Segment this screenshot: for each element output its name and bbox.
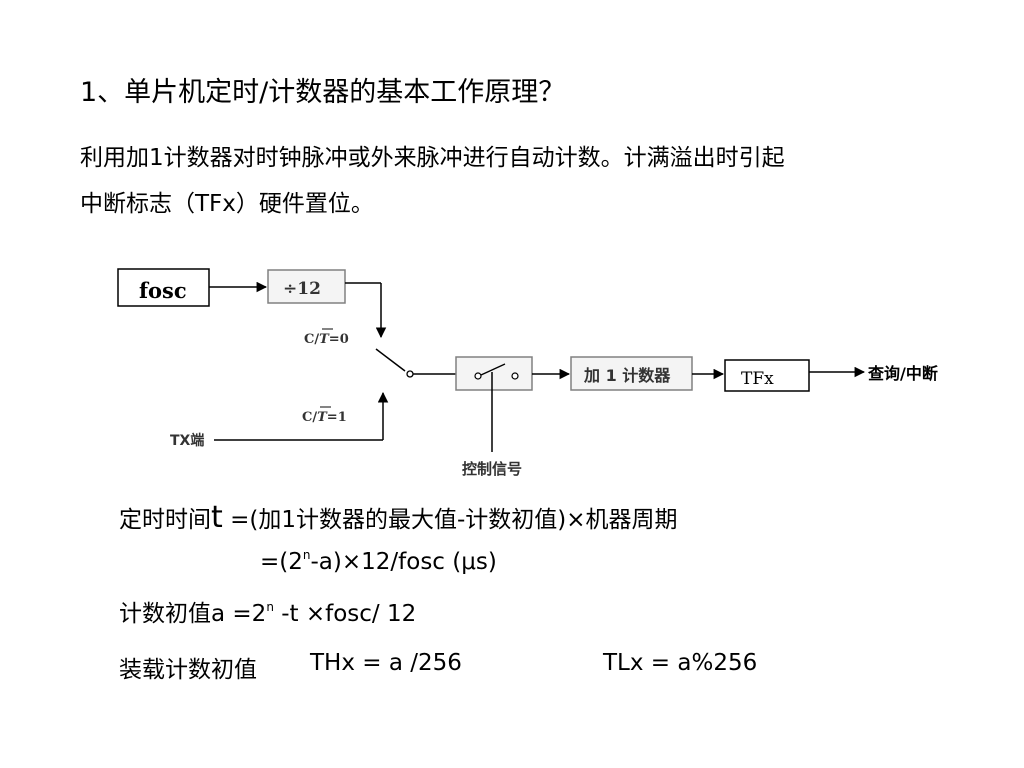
mode-switch-arm (375, 348, 406, 372)
timing-rhs: =(加1计数器的最大值-计数初值)×机器周期 (222, 507, 678, 533)
timing-line2-b: -a)×12/fosc (μs) (310, 549, 497, 575)
fosc-box: fosc (117, 268, 210, 307)
formula-tlx: TLx = a%256 (603, 650, 758, 676)
initial-exp: n (266, 600, 274, 614)
formula-timing: 定时时间t =(加1计数器的最大值-计数初值)×机器周期 (119, 500, 678, 535)
timer-block-diagram: fosc ÷12 C/T=0 C/T=1 TX端 控制信号 加 1 计数器 (117, 268, 938, 478)
svg-text:C/T=0: C/T=0 (304, 332, 349, 347)
timing-line2-exp: n (302, 548, 311, 562)
fosc-label: fosc (139, 278, 187, 303)
page-title: 1、单片机定时/计数器的基本工作原理？ (80, 77, 566, 108)
flag-label: TFx (741, 369, 774, 389)
initial-label: 计数初值a =2 (119, 601, 267, 627)
divider-box: ÷12 (267, 269, 346, 304)
flag-box: TFx (724, 359, 810, 392)
intro-line-1: 利用加1计数器对时钟脉冲或外来脉冲进行自动计数。计满溢出时引起 (80, 145, 785, 171)
switch-lower-label: C/T=1 (302, 406, 347, 425)
timing-label: 定时时间 (119, 507, 211, 533)
svg-text:C/T=1: C/T=1 (302, 410, 347, 425)
control-signal-label: 控制信号 (462, 460, 522, 478)
formula-thx: THx = a /256 (310, 650, 462, 676)
divider-label: ÷12 (283, 279, 321, 299)
timing-line2-a: =(2 (260, 549, 303, 575)
control-gate-box (455, 356, 533, 391)
formula-timing-line2: =(2n-a)×12/fosc (μs) (260, 548, 497, 575)
tx-input-label: TX端 (170, 432, 204, 449)
counter-box: 加 1 计数器 (570, 356, 693, 391)
intro-line-2: 中断标志（TFx）硬件置位。 (80, 191, 374, 217)
mode-switch-contact (406, 370, 414, 378)
formula-initial-value: 计数初值a =2n -t ×fosc/ 12 (119, 594, 416, 628)
switch-upper-label: C/T=0 (304, 328, 349, 347)
counter-label: 加 1 计数器 (583, 366, 671, 385)
initial-rest: -t ×fosc/ 12 (273, 601, 417, 627)
output-label: 查询/中断 (868, 364, 938, 383)
formula-load-label: 装载计数初值 (119, 657, 257, 683)
timing-var: t (211, 500, 223, 535)
